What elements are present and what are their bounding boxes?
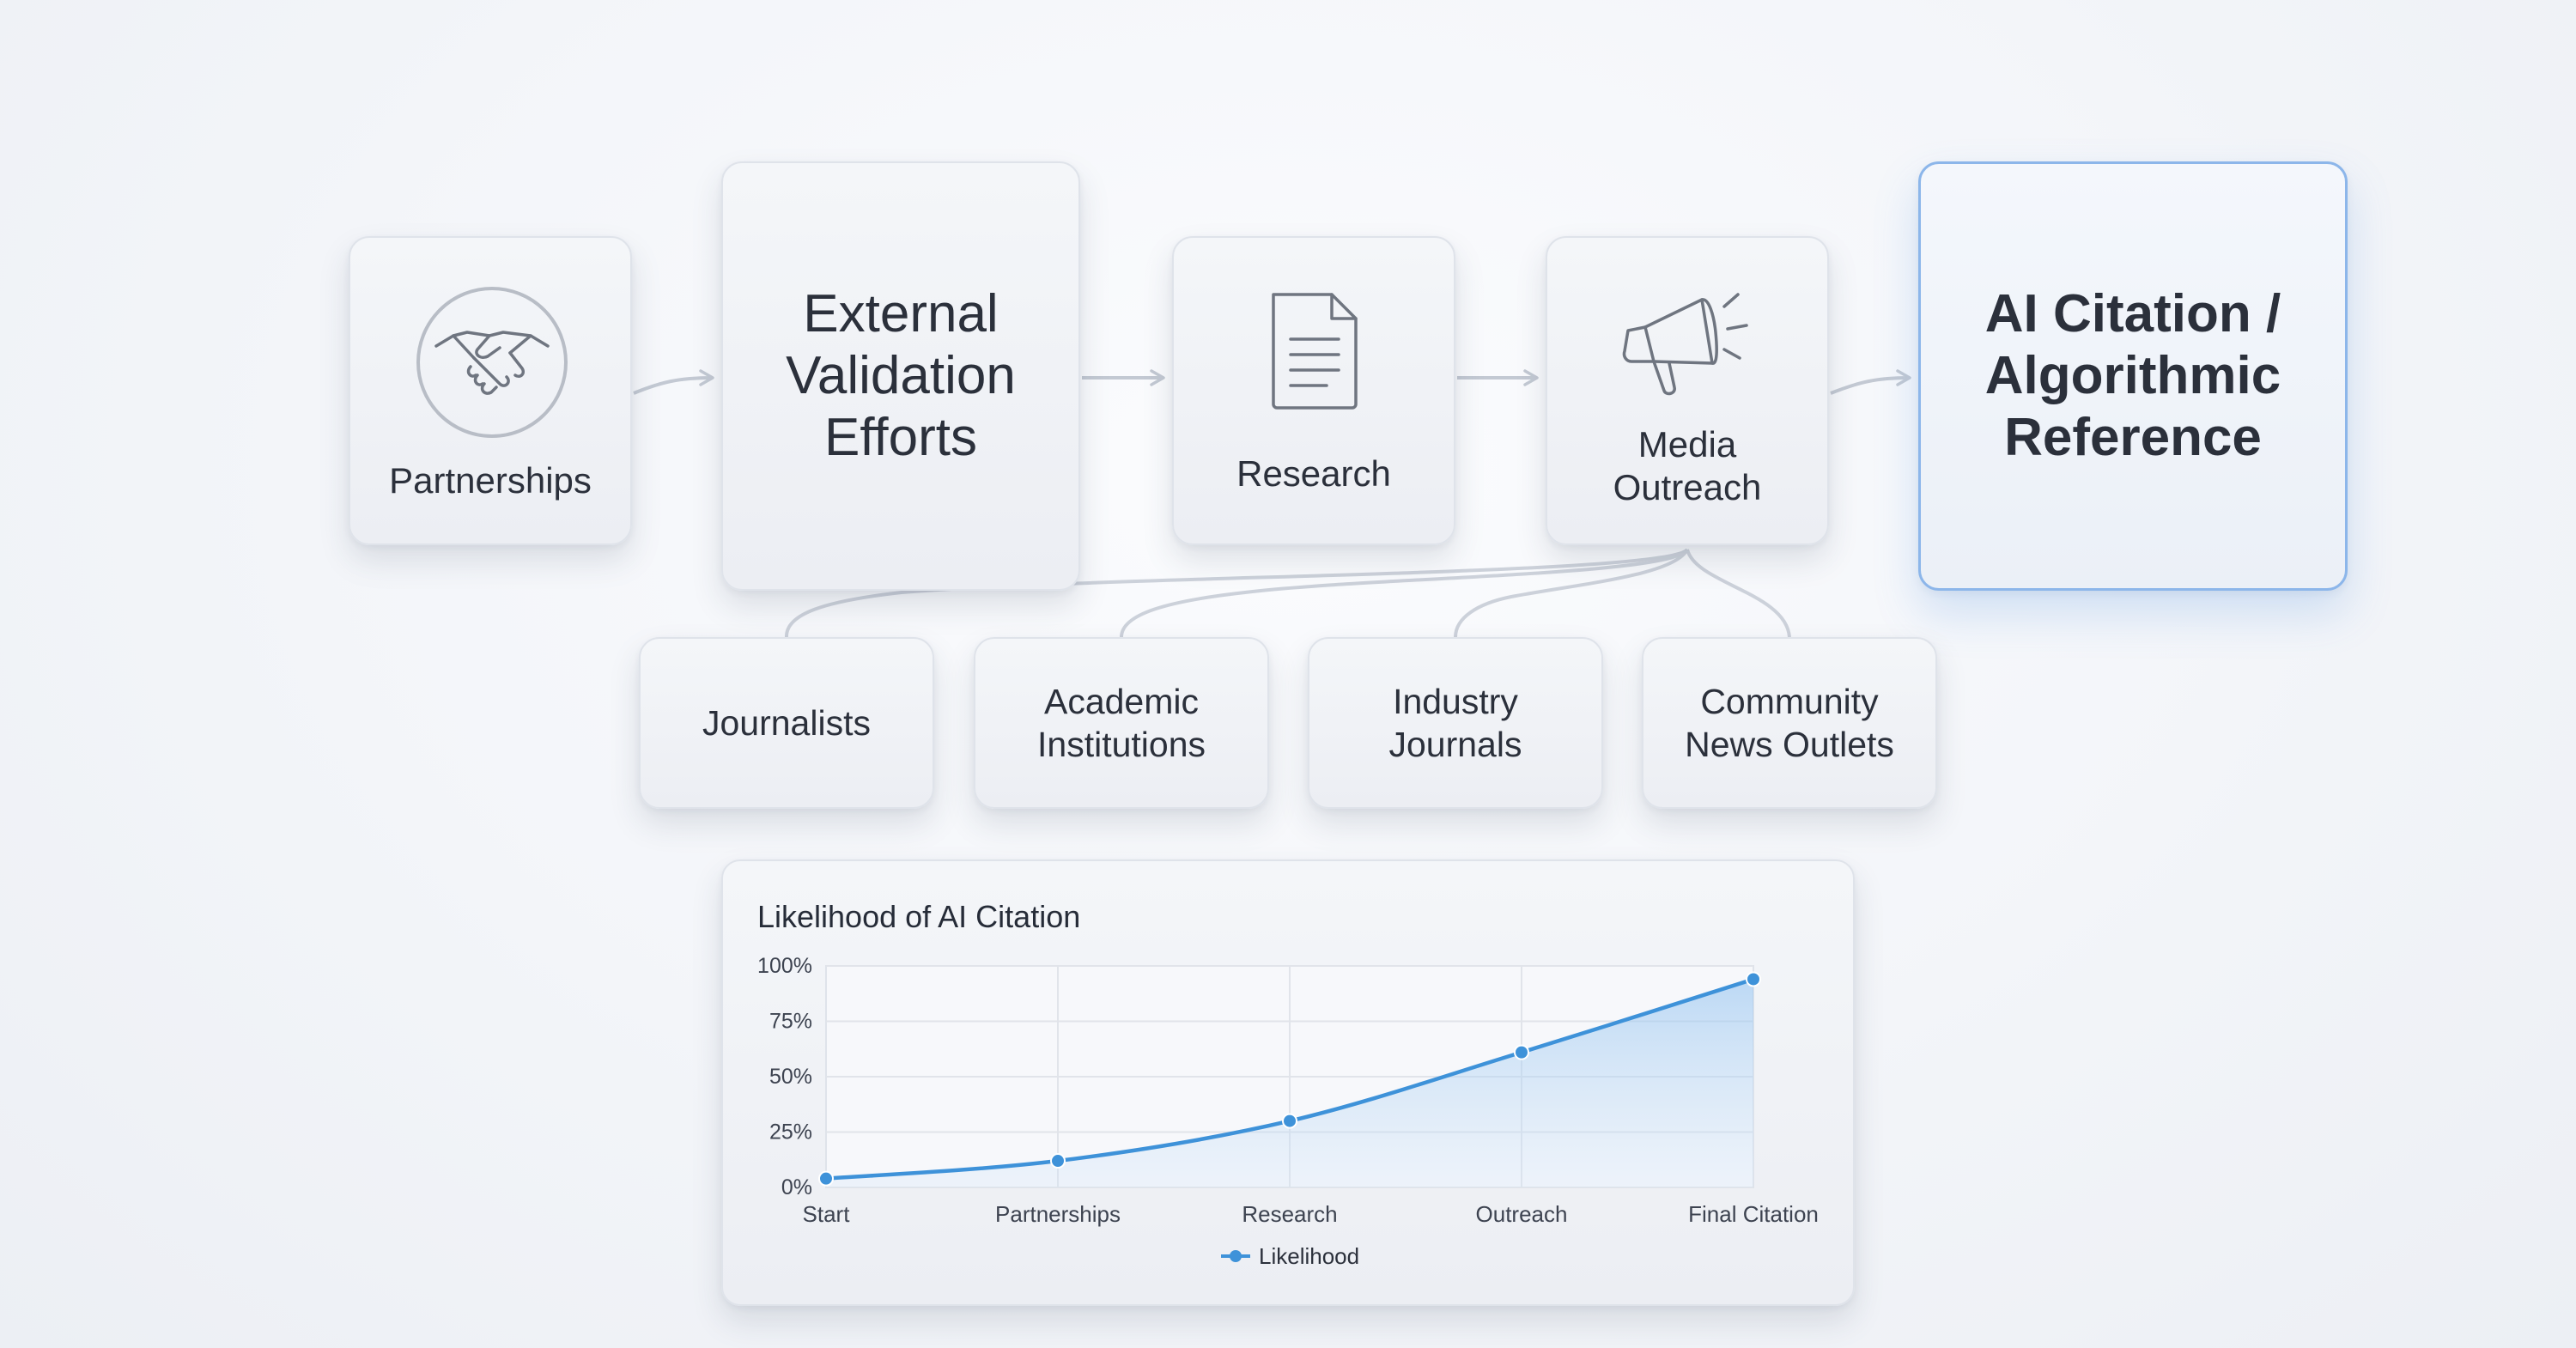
x-tick-label: Outreach <box>1476 1201 1568 1227</box>
ai-citation-label: AI Citation / Algorithmic Reference <box>1985 283 2281 469</box>
media-outreach-label: Media Outreach <box>1547 423 1827 509</box>
outlet-industry-journals: Industry Journals <box>1308 637 1603 809</box>
data-point <box>1514 1044 1529 1060</box>
outlet-industry-label: Industry Journals <box>1389 680 1522 766</box>
external-validation-line-1: External <box>803 284 999 343</box>
media-outreach-line-1: Media <box>1637 424 1737 465</box>
external-validation-label: External Validation Efforts <box>786 283 1016 469</box>
data-point <box>1282 1113 1297 1129</box>
likelihood-chart: 0% 25% 50% 75% 100% Start Partnerships Research… <box>757 954 1819 1269</box>
partnerships-label: Partnerships <box>389 460 592 501</box>
data-point <box>1746 971 1761 987</box>
outlet-community-news: Community News Outlets <box>1642 637 1937 809</box>
branch-to-academic <box>1120 548 1689 638</box>
partnerships-node: Partnerships <box>349 236 632 545</box>
data-point <box>818 1170 834 1187</box>
ai-citation-line-3: Reference <box>2004 408 2262 467</box>
likelihood-chart-panel: Likelihood of AI Citation 0% 25% 50% 75% 100… <box>721 859 1855 1306</box>
x-tick-label: Partnerships <box>995 1201 1121 1227</box>
external-validation-line-2: Validation <box>786 346 1016 405</box>
legend-swatch-marker <box>1230 1250 1242 1262</box>
arrow-media-to-ai <box>1830 369 1911 395</box>
x-tick-label: Final Citation <box>1688 1201 1819 1227</box>
media-outreach-node: Media Outreach <box>1546 236 1829 545</box>
x-tick-label: Start <box>803 1201 851 1227</box>
external-validation-node: External Validation Efforts <box>721 161 1080 591</box>
x-tick-label: Research <box>1242 1201 1337 1227</box>
branch-to-journalists <box>784 548 1689 638</box>
outlet-journalists-label: Journalists <box>702 701 871 744</box>
ai-citation-line-2: Algorithmic <box>1984 346 2281 405</box>
arrow-partnerships-to-external <box>633 369 714 395</box>
outlet-journalists: Journalists <box>639 637 934 809</box>
ai-citation-line-1: AI Citation / <box>1984 284 2281 343</box>
ai-citation-node: AI Citation / Algorithmic Reference <box>1918 161 2348 591</box>
data-point <box>1050 1153 1066 1169</box>
y-tick-label: 0% <box>781 1175 812 1199</box>
outlet-industry-line-1: Industry <box>1393 682 1518 721</box>
outlet-academic-institutions: Academic Institutions <box>974 637 1269 809</box>
external-validation-line-3: Efforts <box>823 408 978 467</box>
research-label: Research <box>1236 453 1391 494</box>
outlet-community-line-1: Community <box>1700 682 1879 721</box>
research-node: Research <box>1172 236 1455 545</box>
outlet-academic-line-1: Academic <box>1043 682 1199 721</box>
outlet-community-line-2: News Outlets <box>1685 725 1894 764</box>
outlet-academic-label: Academic Institutions <box>1037 680 1206 766</box>
outlet-journalists-line-1: Journalists <box>702 703 871 743</box>
outlet-academic-line-2: Institutions <box>1037 725 1206 764</box>
y-tick-label: 100% <box>757 954 812 978</box>
branch-to-community <box>1686 549 1791 638</box>
megaphone-icon <box>1622 293 1748 396</box>
handshake-icon <box>416 287 568 438</box>
y-tick-label: 25% <box>769 1120 812 1145</box>
branch-to-industry <box>1454 548 1689 638</box>
document-icon <box>1272 293 1358 410</box>
legend-label: Likelihood <box>1259 1243 1359 1269</box>
outlet-community-label: Community News Outlets <box>1685 680 1894 766</box>
media-outreach-line-2: Outreach <box>1613 467 1762 507</box>
y-tick-label: 50% <box>769 1065 812 1089</box>
y-tick-label: 75% <box>769 1010 812 1034</box>
chart-title: Likelihood of AI Citation <box>757 899 1081 934</box>
outlet-industry-line-2: Journals <box>1388 725 1522 764</box>
series-area-likelihood <box>826 979 1753 1187</box>
